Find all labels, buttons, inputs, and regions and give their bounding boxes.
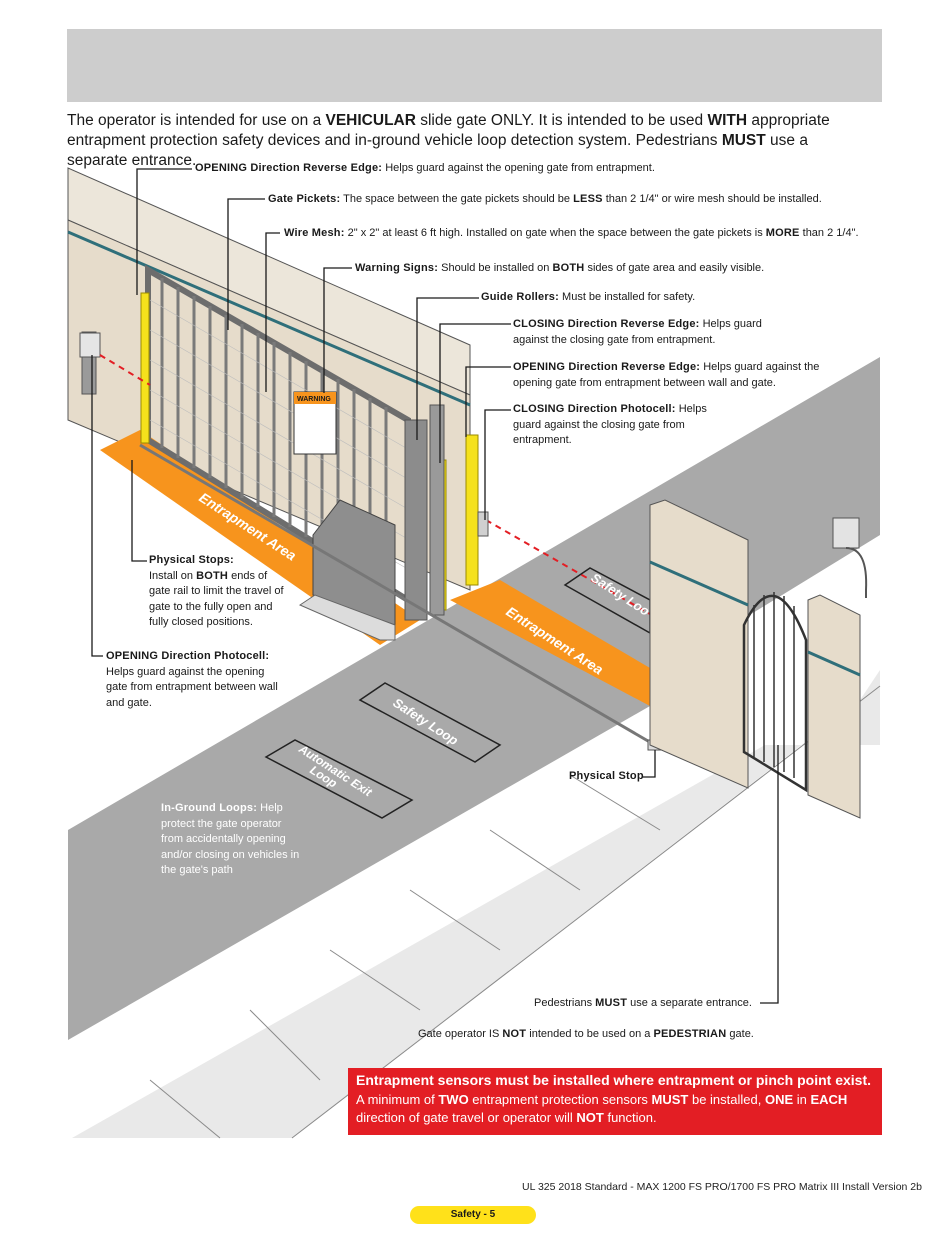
sidewalk-joints [149,685,881,1139]
operator-pad [298,594,396,641]
gate-operator [312,499,396,626]
opening-reverse-edge-wall [465,434,479,586]
warning-sign-word: WARNING [297,396,331,403]
pillar-stripe-left [649,560,749,607]
gate-rail [139,443,661,750]
callout-in-ground-loops: In-Ground Loops: Help protect the gate o… [161,802,300,876]
callout-gate-pickets: Gate Pickets: The space between the gate… [268,193,822,205]
exit-loop [264,739,414,819]
callout-opening-edge-1: OPENING Direction Reverse Edge: Helps gu… [195,162,655,174]
callout-opening-edge-2: OPENING Direction Reverse Edge: Helps gu… [513,361,820,389]
guide-roller-post [404,419,428,621]
pedestrian-gate [742,594,808,793]
opening-photocell-beam [99,354,151,386]
callout-closing-photocell: CLOSING Direction Photocell: Helps guard… [513,403,707,446]
opening-photocell [79,332,101,358]
page-label: Safety - 5 [410,1206,536,1224]
warning-sign-header [294,392,336,404]
callout-opening-photocell: OPENING Direction Photocell:Helps guard … [106,650,278,709]
keypad [832,517,860,549]
callout-warning-signs: Warning Signs: Should be installed on BO… [355,262,765,274]
footer-doc-title: UL 325 2018 Standard - MAX 1200 FS PRO/1… [522,1181,922,1193]
pedestrian-pillar-right [807,594,861,819]
entrapment-area-right [450,580,650,706]
safety-loop-front [358,682,502,763]
callout-closing-edge: CLOSING Direction Reverse Edge: Helps gu… [513,318,762,346]
wall-stripe [67,230,471,407]
pedestrian-pillar-left [649,499,749,789]
callout-physical-stops: Physical Stops:Install on BOTH ends of g… [149,554,284,628]
warning-body: A minimum of TWO entrapment protection s… [356,1092,848,1125]
pillar-stripe-right [807,650,861,677]
callout-pedestrians: Pedestrians MUST use a separate entrance… [534,997,752,1009]
pedestrian-gate-bars [753,592,795,778]
guide-roller-post-2 [429,404,445,616]
opening-reverse-edge-left [140,292,150,444]
intro-paragraph: The operator is intended for use on a VE… [67,112,830,169]
closing-photocell-beam [485,519,651,615]
callout-guide-rollers: Guide Rollers: Must be installed for saf… [481,291,696,303]
callout-not-pedestrian: Gate operator IS NOT intended to be used… [418,1028,754,1040]
callout-physical-stop: Physical Stop [569,770,644,782]
closing-photocell [477,511,489,537]
entrapment-warning-box: Entrapment sensors must be installed whe… [348,1068,882,1135]
callout-wire-mesh: Wire Mesh: 2" x 2" at least 6 ft high. I… [284,227,859,239]
warning-title: Entrapment sensors must be installed whe… [356,1072,871,1088]
keypad-gooseneck [845,547,868,598]
leader-lines [91,168,779,1004]
header-band [67,29,882,102]
